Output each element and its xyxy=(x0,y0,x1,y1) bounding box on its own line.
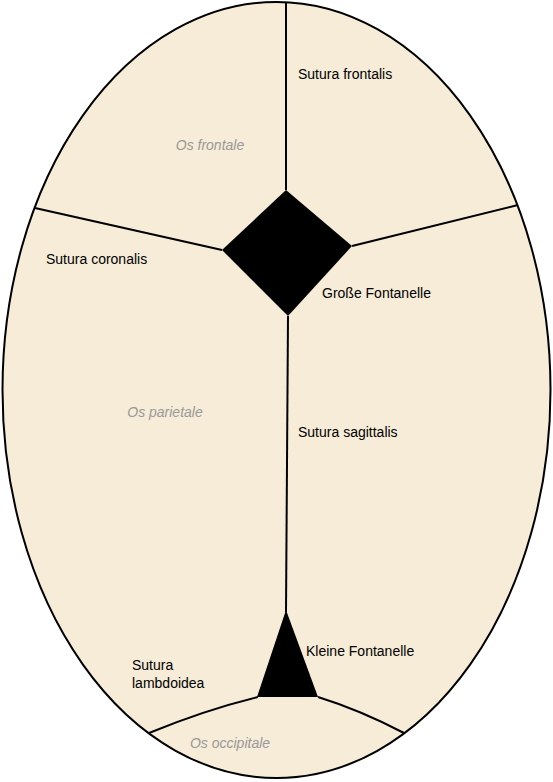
coronal-suture xyxy=(35,208,222,250)
frontal-suture xyxy=(285,2,287,190)
fontanelle-label: Kleine Fontanelle xyxy=(306,642,414,660)
skull-outline xyxy=(3,2,551,778)
suture-label: Sutura lambdoidea xyxy=(132,656,222,692)
bone-label: Os frontale xyxy=(176,136,244,154)
suture-label: Sutura sagittalis xyxy=(298,423,398,441)
lambdoid-suture xyxy=(318,697,404,733)
bone-label: Os parietale xyxy=(127,403,202,421)
suture-label: Sutura coronalis xyxy=(46,250,147,268)
fontanelle-label: Große Fontanelle xyxy=(322,284,431,302)
coronal-suture xyxy=(352,205,518,246)
lambdoid-suture xyxy=(149,697,258,733)
bone-label: Os occipitale xyxy=(190,734,270,752)
suture-label: Sutura frontalis xyxy=(298,65,392,83)
sagittal-suture xyxy=(286,316,288,612)
